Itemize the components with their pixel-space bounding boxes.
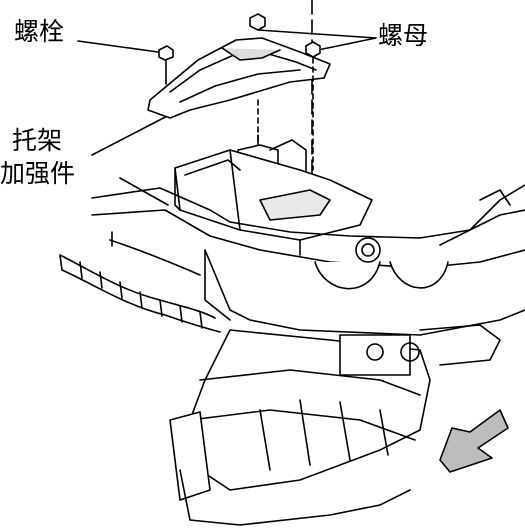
module-block [174, 139, 373, 256]
bolt-label: 螺栓 [14, 17, 65, 46]
bracket-reinforcement [147, 37, 331, 171]
bracket-reinforcement-label-line1: 托架 [12, 126, 63, 155]
wiring-harness [59, 231, 221, 333]
nut-label: 螺母 [378, 21, 429, 50]
nut-parts [249, 13, 321, 58]
bracket-reinforcement-label-line2: 加强件 [0, 159, 76, 188]
leader-lines [77, 29, 377, 206]
lower-bracket [169, 324, 501, 526]
direction-arrow [439, 409, 509, 473]
frame-rail [91, 184, 525, 336]
